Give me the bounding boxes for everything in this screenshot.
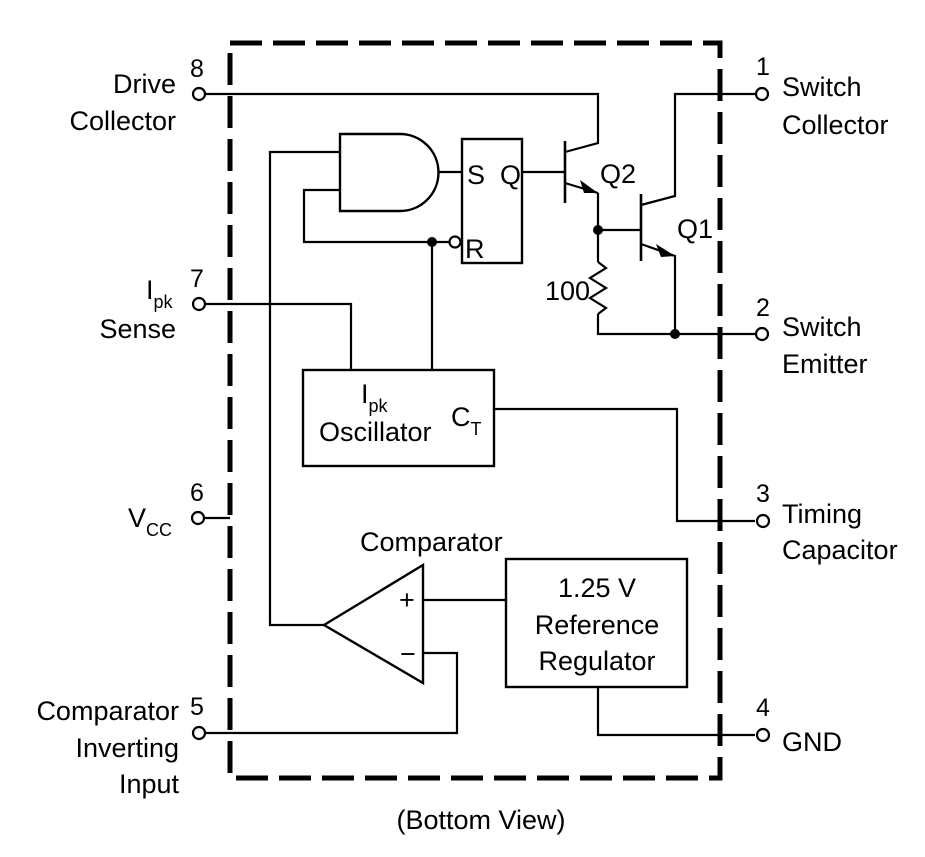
pin-7-label-main: I xyxy=(146,275,154,305)
wire-gnd xyxy=(596,687,755,737)
pin-6-number: 6 xyxy=(190,479,204,507)
flipflop-output-label: Q xyxy=(500,160,521,190)
diagram-caption: (Bottom View) xyxy=(396,805,565,835)
pin-2-label-line1: Switch xyxy=(782,312,862,342)
oscillator-block xyxy=(301,368,496,468)
reference-line-2: Reference xyxy=(535,610,660,640)
pin-7-label-line2: Sense xyxy=(99,314,176,344)
pin-6-terminal xyxy=(190,510,206,526)
pin-1-terminal xyxy=(754,86,770,102)
comparator-plus-label: + xyxy=(399,585,415,615)
reset-inversion-bubble xyxy=(448,235,462,249)
pin-2-label-line2: Emitter xyxy=(782,349,868,379)
pin-4-terminal xyxy=(755,727,771,743)
pin-7-terminal xyxy=(191,296,207,312)
comparator-minus-label: − xyxy=(400,639,416,669)
package-outline xyxy=(227,40,723,781)
wire-inverting-input xyxy=(205,651,459,735)
flipflop-set-label: S xyxy=(467,160,485,190)
q1-label: Q1 xyxy=(677,214,713,244)
pin-1-number: 1 xyxy=(756,53,770,81)
wire-drive-collector xyxy=(205,92,600,154)
wire-comparator-to-and xyxy=(268,150,340,627)
pin-5-terminal xyxy=(191,725,207,741)
pin-5-label-line1: Comparator xyxy=(36,696,179,726)
junction-dot xyxy=(427,237,437,247)
pin-7-label-sub: pk xyxy=(154,292,174,312)
oscillator-title-sub: pk xyxy=(369,396,389,416)
wire-and-to-reset xyxy=(302,188,432,244)
q1-emitter-arrow-icon xyxy=(656,244,675,257)
reference-line-3: Regulator xyxy=(538,646,655,676)
wire-q1-emitter xyxy=(640,242,677,334)
flipflop-reset-label: R xyxy=(465,234,485,264)
pin-3-label-line2: Capacitor xyxy=(782,535,898,565)
pin-5-label-line3: Input xyxy=(119,769,180,799)
pin-3-label-line1: Timing xyxy=(782,499,862,529)
oscillator-title-line2: Oscillator xyxy=(319,417,432,447)
pin-6-label: VCC xyxy=(128,503,172,540)
ct-main: C xyxy=(451,402,471,432)
pin-6-label-main: V xyxy=(128,503,146,533)
pin-3-number: 3 xyxy=(756,480,770,508)
q2-label: Q2 xyxy=(600,159,636,189)
reference-line-1: 1.25 V xyxy=(558,573,636,603)
resistor-100 xyxy=(587,261,609,315)
pin-4-label: GND xyxy=(782,727,842,757)
reference-regulator-block xyxy=(504,557,689,689)
and-gate xyxy=(338,132,440,213)
pin-7-label: Ipk xyxy=(146,275,174,312)
pin-2-terminal xyxy=(754,326,770,342)
pin-2-number: 2 xyxy=(756,294,770,322)
ct-sub: T xyxy=(471,419,482,439)
wire-switch-collector xyxy=(640,92,755,207)
resistor-value-label: 100 xyxy=(545,276,590,306)
oscillator-title: Ipk xyxy=(361,379,389,416)
pin-1-label-line1: Switch xyxy=(782,72,862,102)
pin-5-number: 5 xyxy=(190,693,204,721)
pin-3-terminal xyxy=(755,513,771,529)
pin-8-number: 8 xyxy=(190,55,204,83)
pin-4-number: 4 xyxy=(756,694,770,722)
oscillator-title-main: I xyxy=(361,379,369,409)
pin-6-label-sub: CC xyxy=(146,520,172,540)
pin-7-number: 7 xyxy=(190,265,204,293)
pin-8-label-line2: Collector xyxy=(69,106,176,136)
sr-flipflop xyxy=(460,137,524,265)
wire-switch-emitter xyxy=(596,314,755,336)
q2-emitter-arrow-icon xyxy=(580,180,598,193)
junction-dot xyxy=(670,329,680,339)
comparator-title: Comparator xyxy=(360,527,503,557)
junction-dot xyxy=(593,225,603,235)
pin-8-terminal xyxy=(191,86,207,102)
comparator-triangle xyxy=(321,562,425,686)
pin-5-label-line2: Inverting xyxy=(75,733,179,763)
pin-1-label-line2: Collector xyxy=(782,110,889,140)
pin-8-label-line1: Drive xyxy=(113,69,176,99)
wire-ipk-sense xyxy=(205,302,353,370)
oscillator-ct-label: CT xyxy=(451,402,482,439)
wire-timing-capacitor xyxy=(494,407,755,523)
